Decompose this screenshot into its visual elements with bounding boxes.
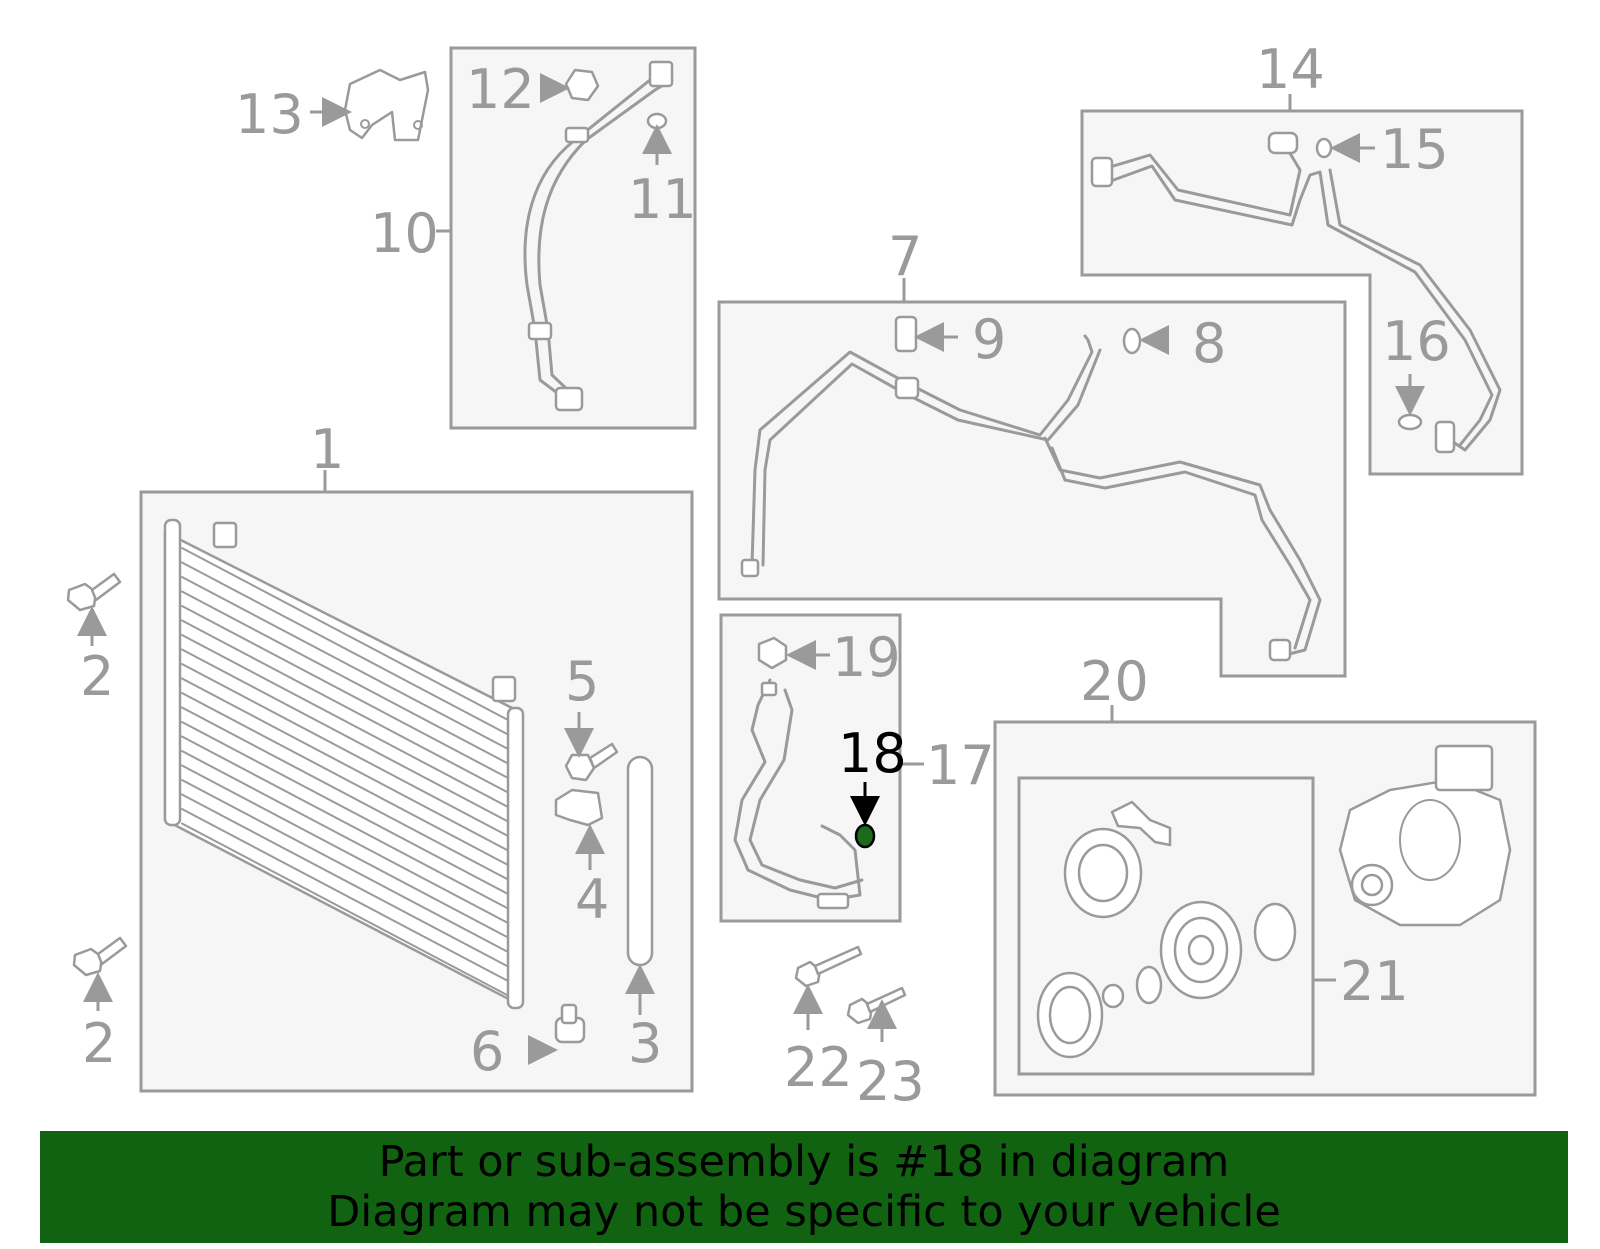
condenser-fin: [181, 590, 509, 765]
callout-18: 18: [838, 722, 907, 785]
bolt-part-23: [846, 986, 907, 1025]
condenser-fin: [181, 648, 509, 823]
callout-1: 1: [310, 418, 344, 481]
clutch-kit-part-21: [1036, 800, 1297, 1059]
callout-17: 17: [926, 734, 995, 797]
condenser-fin: [181, 706, 509, 881]
condenser-fin: [181, 619, 509, 794]
callout-21: 21: [1340, 950, 1409, 1013]
callout-15: 15: [1380, 118, 1449, 181]
box-20-compressor: [993, 720, 1537, 1097]
receiver-drier-part-3: [626, 755, 654, 967]
leader-lines: [77, 73, 1425, 1065]
banner-line-part: Part or sub-assembly is #18 in diagram: [378, 1137, 1230, 1187]
condenser-fin: [181, 793, 509, 968]
callout-11: 11: [628, 168, 697, 231]
callout-9: 9: [972, 308, 1006, 371]
callout-2-upper: 2: [80, 645, 114, 708]
banner-line-disclaimer: Diagram may not be specific to your vehi…: [327, 1187, 1281, 1237]
condenser-fin: [181, 605, 509, 779]
bolt-part-2-lower: [72, 936, 128, 977]
condenser-fin: [181, 561, 509, 736]
condenser-fin: [181, 779, 509, 953]
bolt-part-5: [564, 742, 619, 782]
nut-part-19: [757, 636, 788, 670]
plug-part-6: [554, 1003, 586, 1044]
callout-4: 4: [575, 868, 609, 931]
callout-8: 8: [1192, 312, 1226, 375]
condenser-fin: [181, 634, 509, 808]
callout-5: 5: [565, 650, 599, 713]
callout-23: 23: [856, 1050, 925, 1113]
callout-labels: 1 2 2 3 4 5 6 7 8 9 10 11 12 13 14 15 16…: [80, 38, 1451, 1113]
condenser-fin: [181, 721, 509, 895]
compressor-part-20: [1338, 744, 1512, 927]
callout-12: 12: [466, 58, 535, 121]
condenser-part-1: [163, 518, 525, 1010]
condenser-fin: [181, 764, 509, 939]
callout-6: 6: [470, 1020, 504, 1083]
o-ring-part-8: [1122, 327, 1142, 355]
bracket-part-4: [554, 788, 604, 827]
o-ring-part-18: [854, 823, 876, 849]
condenser-fin: [181, 692, 509, 866]
bracket-part-13: [343, 68, 430, 142]
callout-14: 14: [1256, 38, 1325, 101]
condenser-fin: [181, 547, 509, 721]
callout-13: 13: [235, 83, 304, 146]
condenser-fin: [181, 677, 509, 852]
o-ring-part-16: [1397, 413, 1423, 431]
callout-20: 20: [1080, 650, 1149, 713]
callout-3: 3: [628, 1012, 662, 1075]
info-banner: Part or sub-assembly is #18 in diagram D…: [40, 1131, 1568, 1243]
o-ring-part-11: [646, 112, 668, 130]
condenser-fin: [181, 822, 509, 997]
condenser-fin: [181, 663, 509, 837]
callout-2-lower: 2: [82, 1012, 116, 1075]
callout-16: 16: [1382, 310, 1451, 373]
box-14-suction-pipe: [1080, 109, 1524, 476]
bolt-part-22: [794, 945, 863, 988]
callout-19: 19: [832, 626, 901, 689]
box-7-liquid-pipe: [717, 300, 1347, 678]
bolt-part-2-upper: [66, 572, 122, 612]
condenser-fin: [181, 750, 509, 924]
box-1-condenser: [139, 490, 694, 1093]
callout-22: 22: [784, 1036, 853, 1099]
condenser-fin: [181, 735, 509, 910]
condenser-fin: [181, 576, 509, 750]
callout-10: 10: [370, 202, 439, 265]
condenser-fin: [181, 808, 509, 982]
callout-7: 7: [888, 225, 922, 288]
sensor-part-9: [894, 315, 918, 353]
o-ring-part-15: [1315, 137, 1333, 159]
